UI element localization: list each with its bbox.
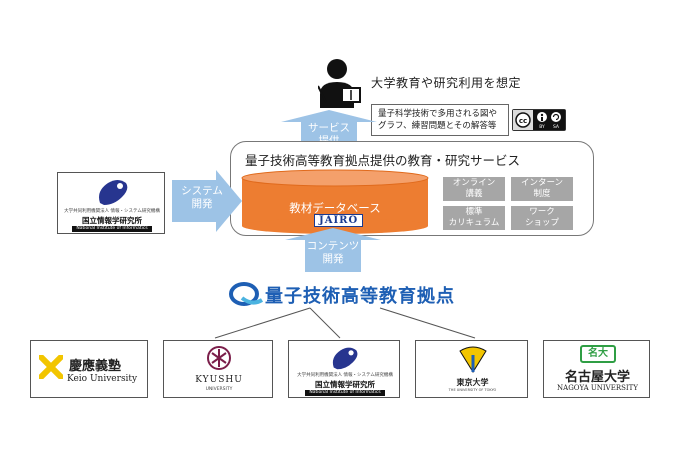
user-icon [318,59,361,108]
tokyo-ginkgo-icon [459,346,487,373]
tile-internship: インターン制度 [511,177,573,201]
keio-logo-box: 慶應義塾 Keio University [30,340,148,398]
system-arrow [172,170,242,232]
tile-workshop: ワークショップ [511,206,573,230]
by-label: BY [539,124,545,130]
kyushu-sub: UNIVERSITY [205,387,233,392]
content-arrow [285,228,381,272]
cc-license-badge: cc BY SA [512,109,566,131]
kyushu-emblem-icon [207,346,231,370]
program-name: 量子技術高等教育拠点 [265,286,455,307]
content-line-1: コンテンツ [306,240,360,252]
cc-icon: cc BY SA [513,110,565,130]
nagoya-logo-box: 名大 名古屋大学 NAGOYA UNIVERSITY [543,340,650,398]
nii-partner-name: 国立情報学研究所 [315,380,375,389]
nagoya-mark: 名大 [580,345,616,363]
content-line-2: 開発 [322,253,344,265]
nii-partner-english: National Institute of Informatics [305,390,385,396]
kyushu-logo-box: KYUSHU UNIVERSITY [163,340,273,398]
service-title: 量子技術高等教育拠点提供の教育・研究サービス [245,153,521,168]
nagoya-name: 名古屋大学 [564,370,630,385]
nii-logo-mark [99,180,128,205]
svg-text:cc: cc [519,117,527,125]
connector-lines [214,307,476,339]
nii-partner-logo-box: 大学共同利用機関法人 情報・システム研究機構 国立情報学研究所 National… [288,340,400,398]
kyushu-name: KYUSHU [195,375,243,385]
keio-pen-icon [39,355,63,379]
service-line-1: サービス [308,122,350,134]
tile-online-lecture: オンライン講義 [443,177,505,201]
system-arrow-label: システム 開発 [178,185,226,211]
system-line-1: システム [181,185,223,197]
keio-english: Keio University [67,374,138,384]
jairo-logo: JAIRO [314,214,364,227]
content-note: 量子科学技術で多用される図や グラフ、練習問題とその解答等 [371,104,509,136]
user-label: 大学教育や研究利用を想定 [371,76,522,90]
nii-partner-logo-mark [332,347,358,370]
nii-partner-small-line: 大学共同利用機関法人 情報・システム研究機構 [297,373,393,378]
nii-logo-box: 大学共同利用機関法人 情報・システム研究機構 国立情報学研究所 National… [57,172,165,234]
nii-small-line: 大学共同利用機関法人 情報・システム研究機構 [64,209,160,214]
tokyo-name: 東京大学 [456,377,489,387]
database-label: 教材データベース [289,201,381,215]
sa-label: SA [553,124,560,130]
keio-name: 慶應義塾 [69,359,122,374]
system-line-2: 開発 [191,198,213,210]
tokyo-english: THE UNIVERSITY OF TOKYO [448,388,497,392]
content-arrow-label: コンテンツ 開発 [300,240,366,266]
nagoya-english: NAGOYA UNIVERSITY [557,384,638,392]
note-line-2: グラフ、練習問題とその解答等 [378,121,497,131]
nii-name: 国立情報学研究所 [82,216,142,225]
nii-english: National Institute of Informatics [72,226,152,232]
note-line-1: 量子科学技術で多用される図や [378,109,498,119]
tokyo-logo-box: 東京大学 THE UNIVERSITY OF TOKYO [415,340,528,398]
program-q-icon [229,282,264,306]
tile-standard-curriculum: 標準カリキュラム [443,206,505,230]
database-cylinder [241,169,429,234]
